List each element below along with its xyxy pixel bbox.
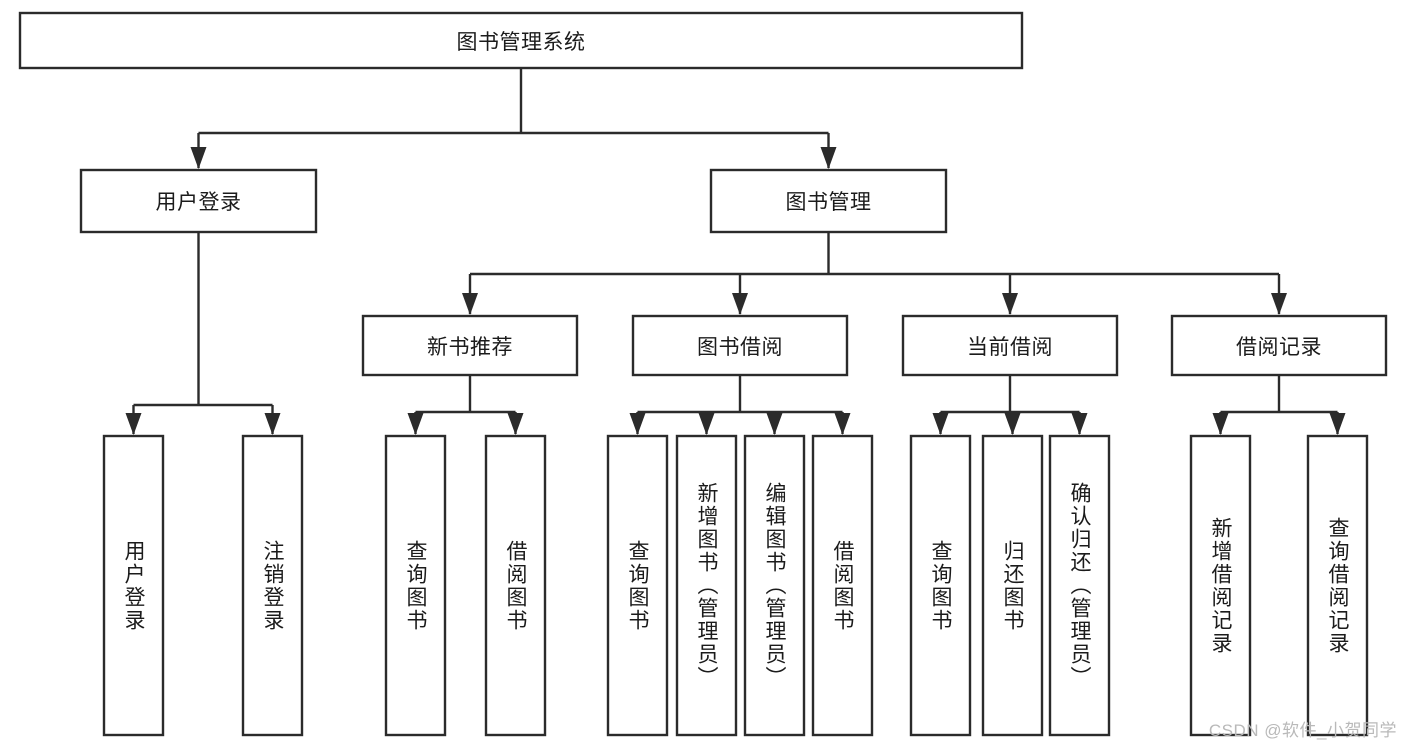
arrow-head-icon xyxy=(1004,413,1021,435)
arrow-head-icon xyxy=(1071,413,1088,435)
leaf-node-box[interactable] xyxy=(981,434,1044,737)
leaf-node-box[interactable] xyxy=(675,434,738,737)
arrow-head-icon xyxy=(766,413,783,435)
arrow-head-icon xyxy=(507,413,524,435)
arrow-head-icon xyxy=(1212,413,1229,435)
leaf-node-box[interactable] xyxy=(606,434,669,737)
arrow-head-icon xyxy=(932,413,949,435)
level2-node-box[interactable] xyxy=(79,168,318,234)
leaf-node-box[interactable] xyxy=(241,434,304,737)
arrow-head-icon xyxy=(1271,293,1287,315)
leaf-node-box[interactable] xyxy=(384,434,447,737)
boxes-layer xyxy=(18,11,1388,737)
arrow-head-icon xyxy=(698,413,715,435)
level3-node-box[interactable] xyxy=(901,314,1119,377)
arrow-head-icon xyxy=(1329,413,1346,435)
connectors-layer xyxy=(125,68,1346,435)
arrow-head-icon xyxy=(1002,293,1018,315)
leaf-node-box[interactable] xyxy=(1048,434,1111,737)
arrow-head-icon xyxy=(407,413,424,435)
level2-node-box[interactable] xyxy=(709,168,948,234)
level3-node-box[interactable] xyxy=(361,314,579,377)
arrow-head-icon xyxy=(629,413,646,435)
leaf-node-box[interactable] xyxy=(743,434,806,737)
arrow-head-icon xyxy=(462,293,478,315)
level3-node-box[interactable] xyxy=(1170,314,1388,377)
leaf-node-box[interactable] xyxy=(1306,434,1369,737)
root-node-box[interactable] xyxy=(18,11,1024,70)
arrow-head-icon xyxy=(264,413,281,435)
leaf-node-box[interactable] xyxy=(811,434,874,737)
leaf-node-box[interactable] xyxy=(484,434,547,737)
level3-node-box[interactable] xyxy=(631,314,849,377)
arrow-head-icon xyxy=(190,147,207,169)
arrow-head-icon xyxy=(820,147,837,169)
leaf-node-box[interactable] xyxy=(909,434,972,737)
arrow-head-icon xyxy=(125,413,142,435)
leaf-node-box[interactable] xyxy=(102,434,165,737)
leaf-node-box[interactable] xyxy=(1189,434,1252,737)
arrow-head-icon xyxy=(834,413,851,435)
arrow-head-icon xyxy=(732,293,748,315)
